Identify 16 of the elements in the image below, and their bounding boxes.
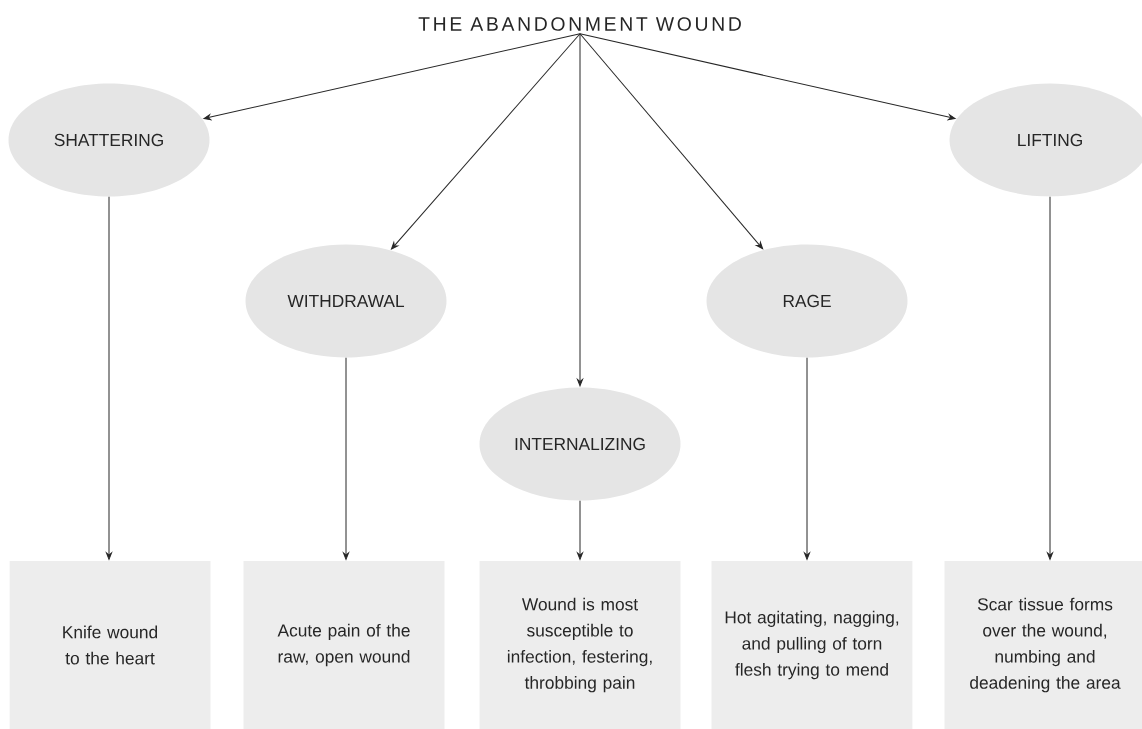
arrow [577, 33, 584, 387]
arrow [577, 500, 584, 560]
description-box: Scar tissue forms over the wound, numbing and deadening the area [944, 561, 1142, 729]
arrow [1047, 196, 1054, 560]
arrow [579, 33, 956, 121]
arrow [391, 33, 581, 250]
description-box: Hot agitating, nagging, and pulling of torn flesh trying to mend [711, 561, 913, 729]
arrow [343, 357, 350, 560]
description-box: Wound is most susceptible to infection, festering, throbbing pain [479, 561, 681, 729]
arrow [579, 33, 764, 250]
arrow [804, 357, 811, 560]
title-text: THE ABANDONMENT WOUND [418, 17, 741, 31]
arrow [203, 33, 581, 121]
arrow [105, 196, 113, 560]
description-box: Knife wound to the heart [9, 561, 211, 729]
description-box: Acute pain of the raw, open wound [243, 561, 445, 729]
